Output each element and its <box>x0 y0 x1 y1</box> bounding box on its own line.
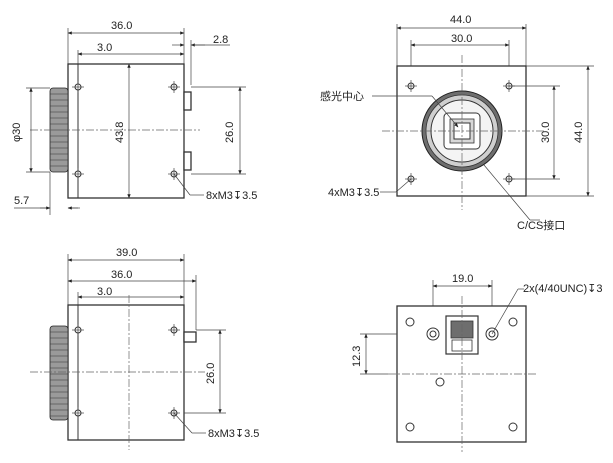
camera-body-side <box>67 63 185 199</box>
mount-label: C/CS接口 <box>517 219 565 232</box>
dim-overall-label-bottom: 39.0 <box>116 247 137 259</box>
dim-rear-label: 2.8 <box>213 34 228 46</box>
front-holes-callout: 4xM3↧3.5 <box>328 187 379 199</box>
dim-spacing-label: 19.0 <box>452 273 473 285</box>
holes-callout-bottom: 8xM3↧3.5 <box>208 428 259 440</box>
dim-diameter-label: φ30 <box>11 123 23 142</box>
dim-offset-label: 3.0 <box>97 42 112 54</box>
led-icon <box>435 377 445 387</box>
side-view-bottom: 39.0 36.0 3.0 <box>30 247 259 450</box>
front-view: 44.0 30.0 30.0 44.0 感 <box>320 14 594 232</box>
dim-hole-spacing-label-bottom: 26.0 <box>205 363 217 384</box>
dim-height-label-front: 44.0 <box>573 122 585 143</box>
dim-height-label: 43.8 <box>114 122 126 143</box>
sensor-center-label: 感光中心 <box>320 89 364 103</box>
dim-flange-label: 5.7 <box>14 195 29 207</box>
rear-view: 19.0 12.3 2x(4/40UNC)↧3 <box>351 273 603 452</box>
camera-body-side-bottom <box>67 304 185 441</box>
dim-offset-label-bottom: 3.0 <box>97 286 112 298</box>
dim-width-label: 44.0 <box>450 14 471 26</box>
dim-height-label-rear: 12.3 <box>351 346 363 367</box>
dim-hole-width-label: 30.0 <box>451 33 472 45</box>
side-view-top: 36.0 3.0 2.8 <box>11 20 257 215</box>
holes-callout: 8xM3↧3.5 <box>206 190 257 202</box>
dim-hole-height-label: 30.0 <box>540 122 552 143</box>
lens-ring-icon-bottom <box>49 325 69 421</box>
dim-body-label-bottom: 36.0 <box>111 269 132 281</box>
dim-hole-spacing-label: 26.0 <box>224 122 236 143</box>
threads-callout: 2x(4/40UNC)↧3 <box>523 283 603 295</box>
dim-overall-label: 36.0 <box>111 20 132 32</box>
